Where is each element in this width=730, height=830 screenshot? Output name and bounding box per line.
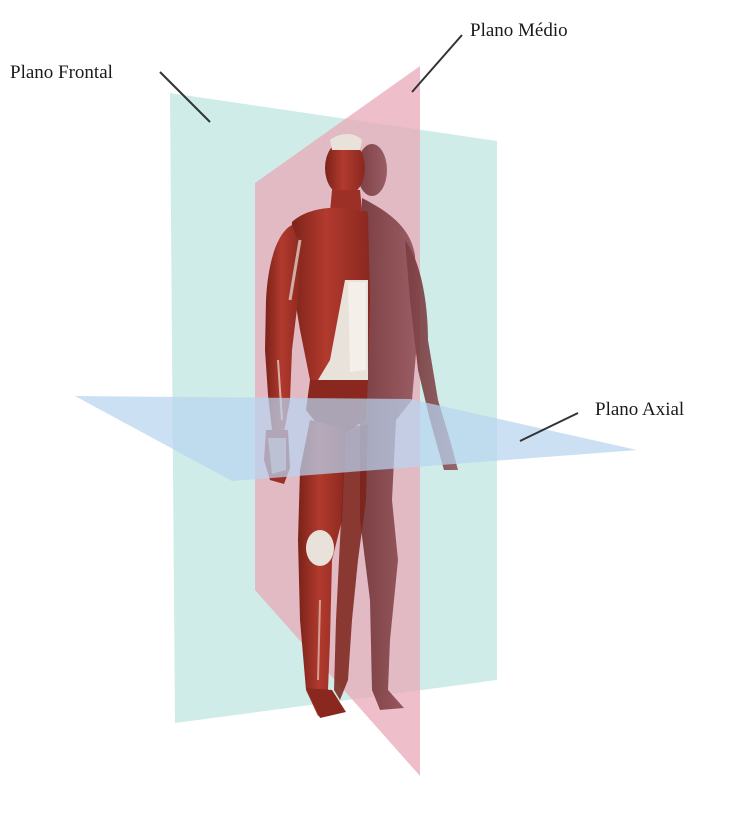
frontal-plane-label: Plano Frontal (10, 62, 113, 84)
axial-plane-label: Plano Axial (595, 399, 684, 421)
medio-plane-label: Plano Médio (470, 20, 568, 42)
axial-plane (75, 396, 637, 481)
medio-leader-line (412, 35, 462, 92)
